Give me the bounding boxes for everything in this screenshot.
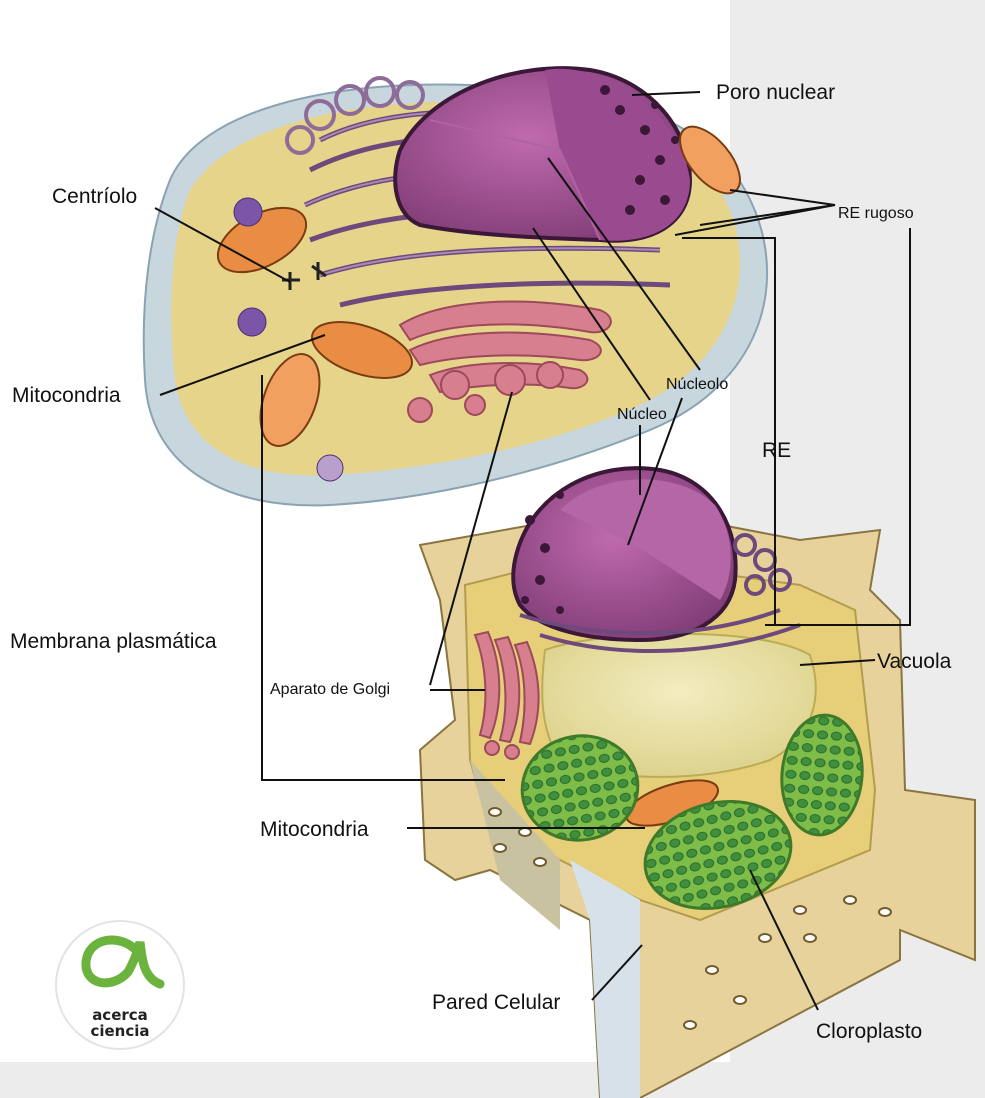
label-nucleo: Núcleo — [617, 406, 667, 423]
label-mitocondria-animal: Mitocondria — [12, 384, 121, 407]
label-cloroplasto: Cloroplasto — [816, 1020, 922, 1043]
label-mitocondria-vegetal: Mitocondria — [260, 818, 369, 841]
label-centriolo: Centríolo — [52, 185, 137, 208]
label-vacuola: Vacuola — [877, 650, 952, 673]
label-re-rugoso: RE rugoso — [838, 205, 914, 222]
animal-cell — [144, 68, 767, 505]
label-membrana-plasmatica: Membrana plasmática — [10, 630, 217, 653]
plant-nucleus — [513, 468, 735, 640]
background-panel-bottom — [0, 1062, 985, 1098]
acerca-ciencia-logo: acerca ciencia — [56, 921, 184, 1049]
label-poro-nuclear: Poro nuclear — [716, 81, 835, 104]
logo-line2: ciencia — [90, 1022, 149, 1040]
label-nucleolo: Núcleolo — [666, 376, 728, 393]
label-pared-celular: Pared Celular — [432, 991, 560, 1014]
label-aparato-golgi: Aparato de Golgi — [270, 681, 390, 698]
label-re: RE — [762, 439, 791, 462]
